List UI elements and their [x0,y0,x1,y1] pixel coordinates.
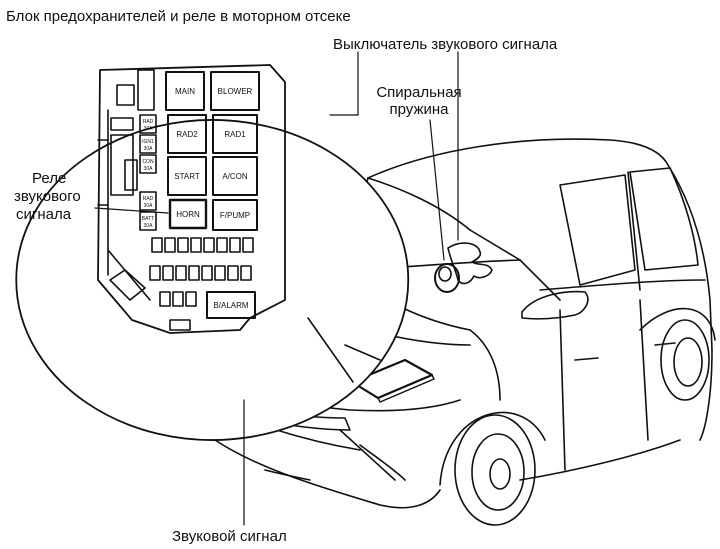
fuse-1-name: RAD [143,119,154,125]
horn-relay-label: Реле звукового сигнала [14,170,81,224]
spiral-spring-label: Спиральная пружина [364,84,474,118]
relay-balarm-label: B/ALARM [213,301,248,310]
horn-relay-label-line1: Реле [32,170,67,187]
fuse-4-rating: 30A [144,203,154,209]
relay-blower-label: BLOWER [218,87,253,96]
relay-acon-label: A/CON [222,172,248,181]
fuse-3-rating: 30A [144,166,154,172]
horn-relay-label-line3: сигнала [16,206,72,223]
spiral-spring-label-line1: Спиральная [376,84,462,101]
fuse-box-outline [98,65,285,333]
fuse-5-rating: 30A [144,223,154,229]
fuse-2-rating: 30A [144,146,154,152]
horn-relay-label-line2: звукового [14,188,81,205]
relay-horn-label: HORN [176,210,200,219]
relay-rad2-label: RAD2 [176,130,198,139]
fuse-5-name: BATT [142,216,154,222]
relay-rad1-label: RAD1 [224,130,246,139]
relay-main-label: MAIN [175,87,195,96]
fuse-3-name: CON [142,159,154,165]
horn-switch-label: Выключатель звукового сигнала [333,36,558,53]
relay-start-label: START [174,172,200,181]
horn-label: Звуковой сигнал [172,528,287,545]
leader-lines [95,52,458,525]
fuse-4-name: RAD [143,196,154,202]
fuse-1-rating: 30A [144,126,154,132]
spiral-spring-label-line2: пружина [389,101,449,118]
fuse-2-name: IGN1 [142,139,154,145]
fuse-block-label: Блок предохранителей и реле в моторном о… [6,8,351,25]
relay-fpump-label: F/PUMP [220,211,250,220]
